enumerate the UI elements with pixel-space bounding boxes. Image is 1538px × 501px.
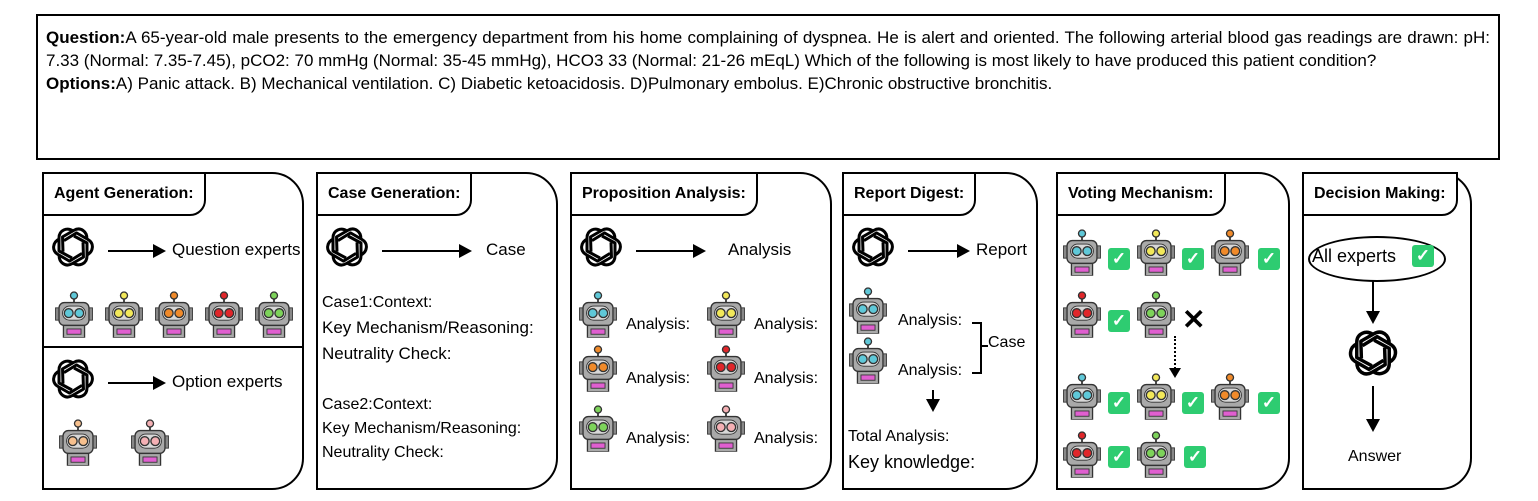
arrow-down-icon (1366, 280, 1380, 324)
arrow-right-icon (382, 244, 472, 258)
arrow-right-icon (636, 244, 706, 258)
robot-icon (52, 291, 96, 338)
agent-generation-panel: Agent Generation: Question experts Optio… (42, 172, 304, 490)
arrow-right-icon (908, 244, 970, 258)
agent-generation-title: Agent Generation: (42, 172, 206, 216)
robot-icon (576, 345, 620, 392)
question-text: A 65-year-old male presents to the emerg… (46, 28, 1490, 70)
check-icon: ✓ (1108, 446, 1130, 468)
analysis-label: Analysis: (754, 430, 819, 447)
robot-icon (1134, 431, 1178, 478)
arrow-down-icon (1366, 386, 1380, 432)
decision-making-panel: Decision Making: All experts ✓ Answer (1302, 172, 1472, 490)
openai-logo-icon (48, 222, 98, 272)
robot-icon (846, 287, 890, 334)
robot-icon (1208, 229, 1252, 276)
robot-icon (102, 291, 146, 338)
robot-icon (576, 291, 620, 338)
analysis-label: Analysis: (754, 316, 819, 333)
arrow-right-icon (108, 244, 166, 258)
check-icon: ✓ (1108, 392, 1130, 414)
robot-icon (704, 291, 748, 338)
openai-logo-icon (576, 222, 626, 272)
analysis-label: Analysis: (626, 316, 691, 333)
openai-logo-icon (322, 222, 372, 272)
arrow-down-icon (926, 390, 940, 412)
robot-icon (152, 291, 196, 338)
case2-context: Case2:Context: (322, 396, 433, 413)
openai-logo-icon (1344, 324, 1402, 382)
robot-icon (576, 405, 620, 452)
case-bracket-stem (980, 345, 988, 347)
check-icon: ✓ (1258, 248, 1280, 270)
analysis-label: Analysis: (754, 370, 819, 387)
all-experts-label: All experts (1312, 246, 1397, 266)
report-digest-title: Report Digest: (842, 172, 977, 216)
question-box: Question:A 65-year-old male presents to … (36, 14, 1500, 160)
question-experts-label: Question experts (172, 240, 301, 259)
check-icon: ✓ (1108, 310, 1130, 332)
case-output-label: Case (486, 240, 526, 259)
robot-icon (56, 419, 100, 466)
case-label: Case (988, 334, 1026, 351)
case1-neutrality: Neutrality Check: (322, 344, 452, 363)
robot-icon (1060, 373, 1104, 420)
robot-icon (1060, 291, 1104, 338)
robot-icon (846, 337, 890, 384)
check-icon: ✓ (1108, 248, 1130, 270)
option-experts-label: Option experts (172, 372, 283, 391)
check-icon: ✓ (1184, 446, 1206, 468)
voting-mechanism-title: Voting Mechanism: (1056, 172, 1226, 216)
options-label: Options: (46, 74, 116, 93)
robot-icon (252, 291, 296, 338)
case2-mechanism: Key Mechanism/Reasoning: (322, 420, 522, 437)
analysis-label: Analysis: (898, 362, 963, 379)
decision-making-title: Decision Making: (1302, 172, 1458, 216)
robot-icon (1060, 431, 1104, 478)
robot-icon (128, 419, 172, 466)
voting-mechanism-panel: Voting Mechanism: (1056, 172, 1290, 490)
openai-logo-icon (48, 354, 98, 404)
case-generation-panel: Case Generation: Case Case1:Context: Key… (316, 172, 558, 490)
case1-mechanism: Key Mechanism/Reasoning: (322, 318, 534, 337)
check-icon: ✓ (1182, 248, 1204, 270)
cross-icon: ✕ (1182, 304, 1206, 335)
dashed-arrow-down-icon (1174, 336, 1176, 372)
analysis-output-label: Analysis (728, 240, 792, 259)
robot-icon (704, 405, 748, 452)
check-icon: ✓ (1258, 392, 1280, 414)
robot-icon (704, 345, 748, 392)
case-generation-title: Case Generation: (316, 172, 473, 216)
proposition-analysis-title: Proposition Analysis: (570, 172, 758, 216)
check-icon: ✓ (1182, 392, 1204, 414)
proposition-analysis-panel: Proposition Analysis: Analysis Analysis:… (570, 172, 832, 490)
case-bracket (972, 322, 982, 374)
robot-icon (202, 291, 246, 338)
robot-icon (1134, 229, 1178, 276)
check-icon: ✓ (1412, 245, 1434, 267)
key-knowledge-label: Key knowledge: (848, 452, 976, 472)
analysis-label: Analysis: (626, 370, 691, 387)
case2-neutrality: Neutrality Check: (322, 444, 444, 461)
options-text: A) Panic attack. B) Mechanical ventilati… (115, 74, 1053, 93)
dashed-arrow-head (1169, 368, 1181, 378)
report-digest-panel: Report Digest: Report Analysis: Analysis… (842, 172, 1038, 490)
analysis-label: Analysis: (898, 312, 963, 329)
report-output-label: Report (976, 240, 1028, 259)
answer-label: Answer (1348, 448, 1402, 465)
analysis-label: Analysis: (626, 430, 691, 447)
case1-context: Case1:Context: (322, 294, 433, 311)
arrow-right-icon (108, 376, 166, 390)
total-analysis-label: Total Analysis: (848, 428, 950, 445)
robot-icon (1134, 291, 1178, 338)
question-label: Question: (46, 28, 126, 47)
panel-divider (44, 346, 302, 348)
robot-icon (1208, 373, 1252, 420)
openai-logo-icon (848, 222, 898, 272)
robot-icon (1134, 373, 1178, 420)
robot-icon (1060, 229, 1104, 276)
all-experts-ellipse (1308, 236, 1446, 282)
